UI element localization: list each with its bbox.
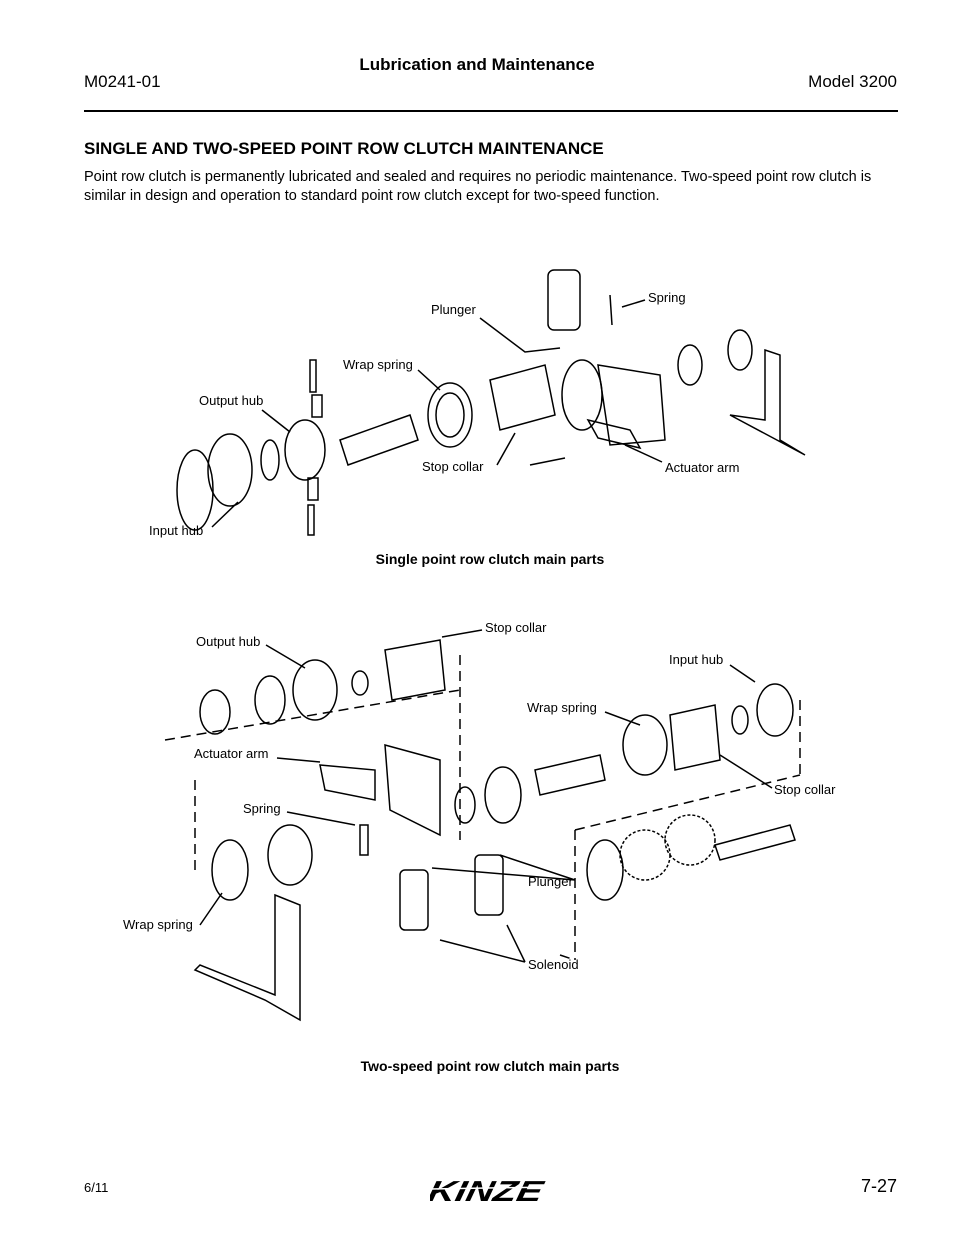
output-hub <box>284 419 326 481</box>
plunger-solenoid <box>547 269 581 331</box>
actuator-arm-arrow <box>624 444 663 463</box>
label-actuator-arm: Actuator arm <box>665 460 740 475</box>
pin <box>307 504 315 536</box>
mount-bracket <box>193 893 301 1022</box>
spring-arrow <box>621 299 646 308</box>
input-hub-arrow <box>211 501 239 528</box>
shaft <box>339 414 419 466</box>
spring-part <box>609 294 613 326</box>
output-hub-part <box>292 659 338 721</box>
wrap-spring <box>427 382 473 448</box>
actuator-arm-part <box>319 764 376 801</box>
output-hub-arrow <box>261 409 291 433</box>
input-hub <box>207 433 253 507</box>
label-solenoid: Solenoid <box>528 957 579 972</box>
bracket-plate <box>597 364 666 446</box>
label-input-hub: Input hub <box>669 652 724 667</box>
wrap-spring-part <box>622 714 668 776</box>
model-name: Model 3200 <box>808 72 897 91</box>
page-title: SINGLE AND TWO-SPEED POINT ROW CLUTCH MA… <box>84 139 604 158</box>
pin <box>309 359 317 393</box>
label-stop-collar-2: Stop collar <box>774 782 836 797</box>
label-wrap-spring-2: Wrap spring <box>123 917 193 932</box>
label-wrap-spring: Wrap spring <box>527 700 597 715</box>
figure1-drawing <box>176 269 806 536</box>
input-hub-ring <box>176 449 214 531</box>
intro-paragraph: Point row clutch is permanently lubricat… <box>84 169 872 204</box>
svg-text:KINZE: KINZE <box>430 1175 548 1205</box>
section-header: Lubrication and Maintenance <box>359 55 595 74</box>
bracket-plate <box>384 743 441 837</box>
figure2-caption: Two-speed point row clutch main parts <box>360 1058 620 1074</box>
label-plunger: Plunger <box>528 874 573 889</box>
label-output-hub: Output hub <box>196 634 261 649</box>
mount-bracket <box>729 348 806 456</box>
label-spring: Spring <box>648 290 686 305</box>
stop-collar <box>489 364 556 431</box>
washer <box>260 439 280 481</box>
input-hub-part <box>756 683 794 737</box>
bushing <box>311 394 323 418</box>
footer-date: 6/11 <box>84 1180 109 1195</box>
stop-collar-arrow <box>496 432 516 466</box>
kinze-logo: KINZE <box>430 1175 550 1205</box>
label-input-hub: Input hub <box>149 523 204 538</box>
stop-collar-part <box>384 639 446 701</box>
label-output-hub: Output hub <box>199 393 264 408</box>
wrap-spring-arrow <box>417 369 441 391</box>
header-rule <box>84 110 898 112</box>
label-stop-collar: Stop collar <box>485 620 547 635</box>
figure2-drawing <box>164 629 801 1022</box>
bushing <box>307 477 319 501</box>
label-actuator-arm: Actuator arm <box>194 746 269 761</box>
solenoid-part <box>399 869 429 931</box>
wrap-spring-part-2 <box>211 839 249 901</box>
label-stop-collar: Stop collar <box>422 459 484 474</box>
page-number: 7-27 <box>860 1176 897 1196</box>
figure1-caption: Single point row clutch main parts <box>375 551 605 567</box>
solenoid-part <box>474 854 504 916</box>
document-number: M0241-01 <box>84 72 161 91</box>
ring <box>561 359 603 431</box>
label-wrap-spring: Wrap spring <box>343 357 413 372</box>
label-spring: Spring <box>243 801 281 816</box>
actuator-arm-part <box>586 418 642 450</box>
label-plunger: Plunger <box>431 302 476 317</box>
plunger-arrow <box>479 317 561 353</box>
